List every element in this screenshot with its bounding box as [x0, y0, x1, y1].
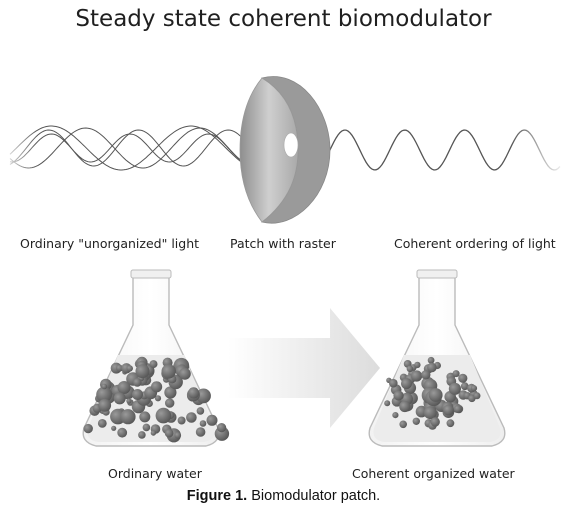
water-bubble	[97, 419, 107, 428]
water-bubble	[155, 407, 172, 424]
water-bubble	[392, 412, 399, 419]
water-bubble	[217, 423, 227, 433]
patch-shape	[239, 76, 331, 224]
water-bubble	[452, 370, 460, 378]
water-bubble	[458, 373, 468, 383]
label-coherent-water: Coherent organized water	[352, 466, 515, 481]
water-bubble	[133, 378, 142, 387]
flask-ordinary-water	[82, 269, 230, 447]
water-bubble	[384, 400, 391, 407]
water-bubble	[101, 383, 108, 390]
water-bubble	[177, 416, 186, 425]
water-bubble	[151, 381, 163, 393]
water-bubble	[186, 412, 197, 423]
water-bubble	[427, 356, 435, 364]
water-bubble	[453, 405, 462, 413]
water-bubble	[83, 423, 93, 434]
water-bubble	[120, 409, 136, 425]
water-bubble	[96, 386, 112, 403]
figure-number: Figure 1.	[186, 488, 248, 504]
water-bubble	[399, 420, 408, 429]
water-bubble	[139, 411, 151, 423]
water-bubble	[188, 387, 200, 399]
water-bubble	[154, 395, 162, 402]
water-bubble	[389, 378, 398, 388]
label-ordinary-light: Ordinary "unorganized" light	[20, 236, 200, 251]
water-bubble	[470, 385, 478, 392]
water-bubble	[174, 432, 182, 439]
water-molecules-organized	[384, 356, 481, 430]
water-bubble	[117, 427, 128, 438]
water-bubble	[423, 406, 437, 420]
label-patch: Patch with raster	[230, 236, 336, 251]
water-bubble	[164, 386, 177, 399]
water-bubble	[149, 360, 158, 369]
water-bubble	[164, 428, 174, 438]
water-bubble	[443, 404, 454, 416]
water-bubble	[196, 407, 205, 415]
water-bubble	[460, 382, 469, 391]
water-bubble	[150, 430, 157, 436]
water-bubble	[446, 419, 455, 428]
water-bubble	[411, 370, 423, 382]
water-bubble	[406, 365, 414, 373]
water-bubble	[98, 398, 112, 412]
water-bubble	[412, 417, 420, 425]
water-bubble	[430, 417, 440, 427]
water-bubble	[113, 392, 126, 405]
label-ordinary-water: Ordinary water	[108, 466, 202, 481]
water-bubble	[414, 361, 421, 369]
water-bubble	[427, 362, 437, 373]
water-bubble	[116, 364, 124, 372]
water-bubble	[421, 370, 431, 380]
water-bubble	[393, 390, 404, 401]
water-bubble	[117, 381, 131, 394]
water-bubble	[473, 392, 481, 400]
water-bubble	[138, 431, 146, 439]
label-coherent-light: Coherent ordering of light	[394, 236, 556, 251]
figure-caption: Figure 1. Biomodulator patch.	[0, 488, 567, 504]
water-bubble	[448, 382, 461, 395]
flask-coherent-water	[368, 269, 506, 447]
water-bubble	[161, 364, 176, 379]
water-bubble	[126, 398, 132, 404]
water-bubble	[199, 420, 207, 427]
water-bubble	[428, 388, 443, 402]
water-bubble	[196, 388, 211, 404]
water-bubble	[206, 414, 218, 426]
water-bubble	[126, 365, 133, 372]
water-bubble	[142, 423, 151, 432]
caption-text: Biomodulator patch.	[251, 488, 381, 504]
water-bubble	[399, 400, 411, 413]
water-bubble	[165, 398, 175, 408]
water-bubble	[195, 427, 206, 437]
diagram-title: Steady state coherent biomodulator	[75, 6, 492, 32]
water-bubble	[401, 378, 412, 390]
water-bubble	[135, 364, 150, 379]
water-molecules-random	[83, 356, 230, 443]
water-bubble	[179, 367, 191, 380]
water-bubble	[132, 389, 143, 400]
water-bubble	[111, 425, 117, 431]
transformation-arrow	[228, 308, 380, 428]
